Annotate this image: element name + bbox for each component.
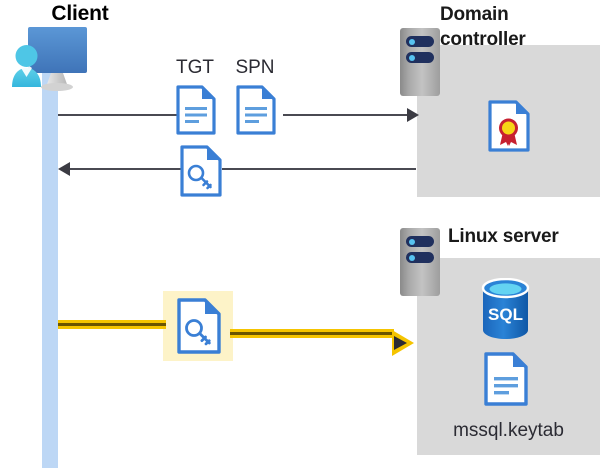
client-computer-user-icon <box>10 26 106 98</box>
server-bay <box>406 236 434 247</box>
spn-label: SPN <box>235 57 275 78</box>
keytab-file-icon <box>484 352 528 406</box>
domain-controller-title-line1: Domain <box>440 4 509 25</box>
domain-controller-title-line2: controller <box>440 29 526 50</box>
certificate-icon <box>488 100 530 152</box>
server-bay <box>406 36 434 47</box>
server-bay <box>406 252 434 263</box>
keytab-filename-label: mssql.keytab <box>453 420 564 441</box>
ticket-arrow-right-segment <box>230 329 394 338</box>
domain-controller-title: Domain controller <box>440 2 600 52</box>
response-arrowhead-icon <box>58 162 70 176</box>
sql-database-icon: SQL <box>479 277 532 340</box>
ticket-arrow-left-segment <box>58 320 166 329</box>
sql-label: SQL <box>488 305 523 324</box>
request-line-right <box>283 114 413 116</box>
server-bay <box>406 52 434 63</box>
presented-service-ticket-key-document-icon <box>177 298 221 354</box>
spn-document-icon <box>236 85 276 135</box>
linux-server-server-icon <box>400 228 440 296</box>
domain-controller-server-icon <box>400 28 440 96</box>
response-line-right <box>222 168 416 170</box>
linux-server-title: Linux server <box>448 226 559 247</box>
service-ticket-key-document-icon <box>180 145 222 197</box>
request-arrowhead-icon <box>407 108 419 122</box>
tgt-label: TGT <box>176 57 214 78</box>
client-title: Client <box>51 2 109 25</box>
ticket-arrowhead-icon <box>392 330 414 356</box>
response-line-left <box>70 168 183 170</box>
client-lifeline <box>42 62 58 468</box>
request-line-left <box>58 114 183 116</box>
tgt-document-icon <box>176 85 216 135</box>
